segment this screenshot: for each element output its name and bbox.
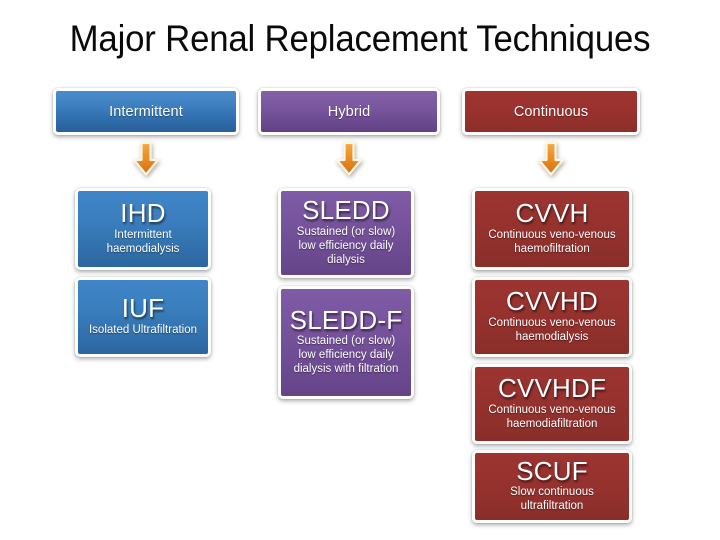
technique-acronym: SCUF: [516, 455, 588, 486]
technique-box-sledd[interactable]: SLEDD Sustained (or slow) low efficiency…: [278, 188, 414, 278]
technique-description: Slow continuous ultrafiltration: [510, 486, 594, 513]
technique-description: Isolated Ultrafiltration: [88, 323, 198, 336]
technique-acronym: CVVHDF: [497, 373, 607, 404]
technique-box-iuf[interactable]: IUF Isolated Ultrafiltration: [75, 277, 211, 357]
page-title: Major Renal Replacement Techniques: [69, 18, 651, 59]
technique-acronym: IHD: [120, 198, 166, 229]
technique-box-scuf[interactable]: SCUF Slow continuous ultrafiltration: [472, 450, 632, 523]
down-arrow-icon-intermittent: [131, 141, 161, 177]
down-arrow-icon-hybrid: [334, 141, 364, 177]
column-header-hybrid[interactable]: Hybrid: [258, 88, 440, 135]
technique-description: Intermittent haemodialysis: [106, 228, 180, 255]
technique-description: Continuous veno-venous haemofiltration: [488, 228, 616, 255]
down-arrow-icon-continuous: [536, 141, 566, 177]
column-header-label: Continuous: [513, 103, 589, 120]
technique-box-sledd-f[interactable]: SLEDD-F Sustained (or slow) low efficien…: [278, 286, 414, 399]
technique-acronym: SLEDD: [302, 195, 390, 226]
column-header-label: Intermittent: [109, 103, 183, 120]
technique-description: Sustained (or slow) low efficiency daily…: [293, 335, 399, 376]
column-header-continuous[interactable]: Continuous: [462, 88, 640, 135]
technique-description: Continuous veno-venous haemodialysis: [488, 316, 616, 343]
technique-acronym: CVVH: [515, 198, 589, 229]
technique-acronym: IUF: [121, 293, 165, 324]
technique-box-cvvhdf[interactable]: CVVHDF Continuous veno-venous haemodiafi…: [472, 364, 632, 444]
technique-box-cvvh[interactable]: CVVH Continuous veno-venous haemofiltrat…: [472, 188, 632, 270]
technique-description: Sustained (or slow) low efficiency daily…: [296, 225, 396, 266]
technique-box-cvvhd[interactable]: CVVHD Continuous veno-venous haemodialys…: [472, 277, 632, 357]
technique-acronym: SLEDD-F: [289, 304, 403, 335]
technique-description: Continuous veno-venous haemodiafiltratio…: [488, 403, 616, 430]
column-header-label: Hybrid: [327, 103, 371, 120]
technique-acronym: CVVHD: [505, 286, 598, 317]
technique-box-ihd[interactable]: IHD Intermittent haemodialysis: [75, 188, 211, 270]
column-header-intermittent[interactable]: Intermittent: [53, 88, 239, 135]
